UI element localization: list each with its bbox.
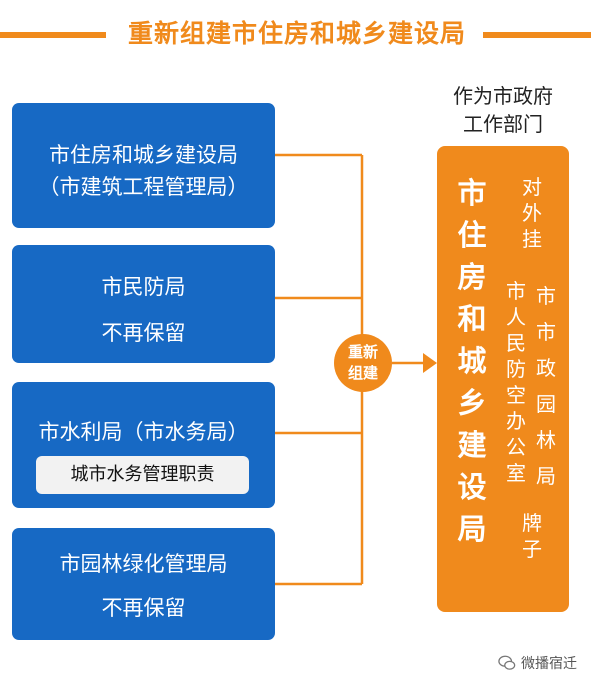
box-civil-defense: 市民防局 不再保留 — [12, 245, 275, 363]
circle-label-1: 重新 — [347, 343, 378, 361]
result-side-col1: 市 人 民 防 空 办 公 室 — [503, 278, 529, 486]
side-col2-char: 市 — [536, 320, 556, 344]
side-top-char: 外 — [522, 201, 542, 225]
title-divider-left — [0, 32, 106, 38]
reorganize-circle: 重新 组建 — [334, 334, 392, 392]
side-col2-char: 市 — [536, 284, 556, 308]
side-col1-char: 防 — [506, 357, 526, 381]
side-top-char: 挂 — [522, 227, 542, 251]
side-col2-char: 政 — [536, 356, 556, 380]
box-landscaping-bureau: 市园林绿化管理局 不再保留 — [12, 528, 275, 640]
result-main-char: 市 — [457, 176, 487, 210]
box-water-sub: 城市水务管理职责 — [36, 456, 249, 494]
side-col1-char: 办 — [506, 409, 526, 433]
wechat-icon — [498, 655, 516, 670]
side-top-char: 对 — [522, 175, 542, 199]
title-bar: 重新组建市住房和城乡建设局 — [0, 14, 591, 54]
diagram-title: 重新组建市住房和城乡建设局 — [127, 19, 466, 48]
side-col2-char: 林 — [536, 428, 556, 452]
result-main-name: 市 住 房 和 城 乡 建 设 局 — [450, 172, 494, 550]
caption-line2: 工作部门 — [463, 112, 543, 136]
box-water-line1: 市水利局（市水务局） — [38, 420, 249, 444]
side-col1-char: 公 — [506, 435, 526, 459]
side-col1-char: 人 — [506, 305, 526, 329]
side-col2-char: 园 — [536, 392, 556, 416]
box-civil-defense-line1: 市民防局 — [101, 275, 186, 299]
box-water-bureau: 市水利局（市水务局） 城市水务管理职责 — [12, 382, 275, 508]
result-main-char: 和 — [457, 302, 487, 336]
watermark: 微播宿迁 — [498, 653, 577, 673]
side-bottom-char: 牌 — [522, 511, 542, 535]
result-main-char: 局 — [457, 512, 487, 546]
box-landscaping-line1: 市园林绿化管理局 — [59, 552, 228, 576]
side-bottom-char: 子 — [522, 537, 542, 561]
box-housing-bureau: 市住房和城乡建设局 （市建筑工程管理局） — [12, 103, 275, 228]
box-housing-line1: 市住房和城乡建设局 — [49, 143, 238, 167]
side-col1-char: 市 — [506, 279, 526, 303]
result-main-char: 住 — [457, 218, 487, 252]
watermark-text: 微播宿迁 — [521, 656, 577, 672]
circle-label-2: 组建 — [347, 364, 378, 382]
result-box: 市 住 房 和 城 乡 建 设 局 对 外 挂 市 人 民 防 空 办 公 室 … — [437, 146, 569, 612]
result-side-bottom: 牌 子 — [519, 510, 545, 562]
side-col1-char: 空 — [506, 383, 526, 407]
title-divider-right — [483, 32, 591, 38]
box-housing-line2: （市建筑工程管理局） — [38, 175, 249, 199]
caption-line1: 作为市政府 — [453, 84, 553, 108]
side-col1-char: 民 — [506, 331, 526, 355]
result-main-char: 乡 — [457, 386, 487, 420]
result-main-char: 设 — [457, 470, 487, 504]
box-civil-defense-line2: 不再保留 — [101, 321, 186, 345]
box-landscaping-line2: 不再保留 — [101, 596, 186, 620]
side-col1-char: 室 — [506, 461, 526, 485]
side-col2-char: 局 — [536, 464, 556, 488]
result-main-char: 建 — [457, 428, 487, 462]
result-main-char: 城 — [457, 344, 487, 378]
arrow-head — [423, 353, 437, 373]
result-side-top: 对 外 挂 — [519, 174, 545, 252]
result-main-char: 房 — [457, 260, 487, 294]
result-side-col2: 市 市 政 园 林 局 — [533, 278, 559, 494]
